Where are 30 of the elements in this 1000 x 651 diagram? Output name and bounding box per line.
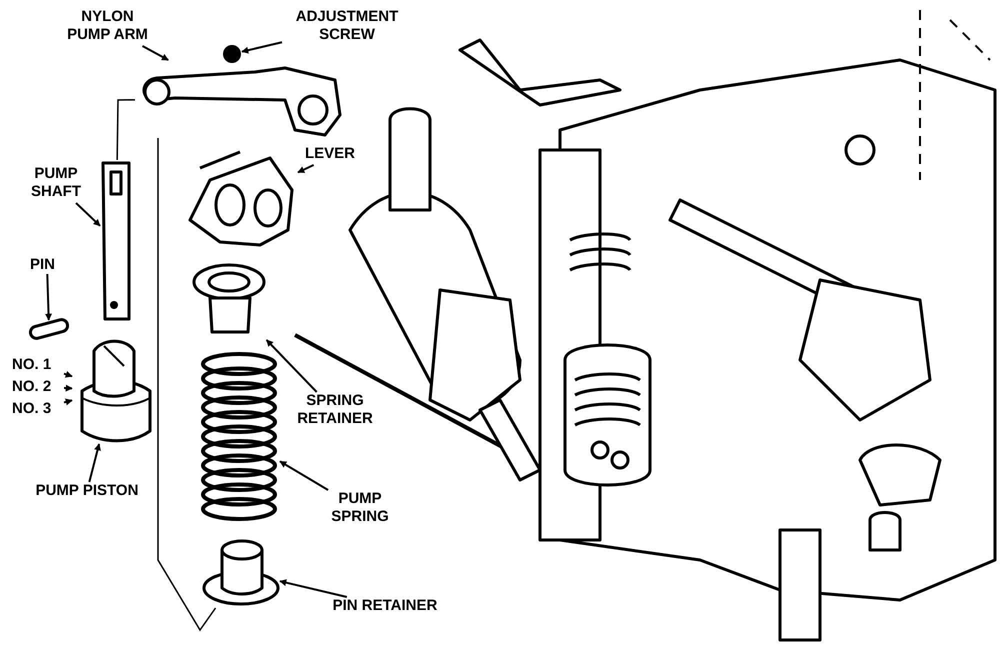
part-label: PUMP PISTON	[22, 482, 152, 500]
leader-line	[142, 45, 169, 61]
pump-shaft-drawing	[100, 160, 132, 322]
assembly-line	[116, 99, 135, 160]
pin-drawing	[28, 320, 70, 338]
leader-line	[64, 384, 73, 392]
part-label: LEVER	[305, 145, 365, 165]
part-label: PUMP SPRING	[322, 490, 398, 528]
leader-line	[279, 579, 348, 598]
leader-line	[64, 371, 73, 378]
adjustment-screw-drawing	[222, 44, 242, 64]
part-label: NO. 1	[12, 356, 64, 374]
leader-line	[45, 274, 52, 321]
pump-spring-drawing	[198, 352, 280, 522]
part-label: PIN RETAINER	[315, 597, 455, 615]
part-label: NO. 2	[12, 378, 64, 396]
part-label: ADJUSTMENT SCREW	[282, 8, 412, 46]
leader-line	[75, 202, 101, 227]
part-label: NYLON PUMP ARM	[60, 8, 155, 46]
leader-line	[241, 41, 282, 54]
part-label: SPRING RETAINER	[283, 392, 387, 430]
leader-line	[279, 460, 329, 491]
part-label: NO. 3	[12, 400, 64, 418]
part-label: PUMP SHAFT	[25, 165, 87, 203]
leader-line	[88, 443, 101, 482]
part-label: PIN	[30, 256, 64, 274]
leader-line	[297, 164, 314, 174]
leader-line	[64, 398, 73, 406]
leader-line	[266, 339, 318, 393]
assembly-line	[157, 137, 216, 632]
